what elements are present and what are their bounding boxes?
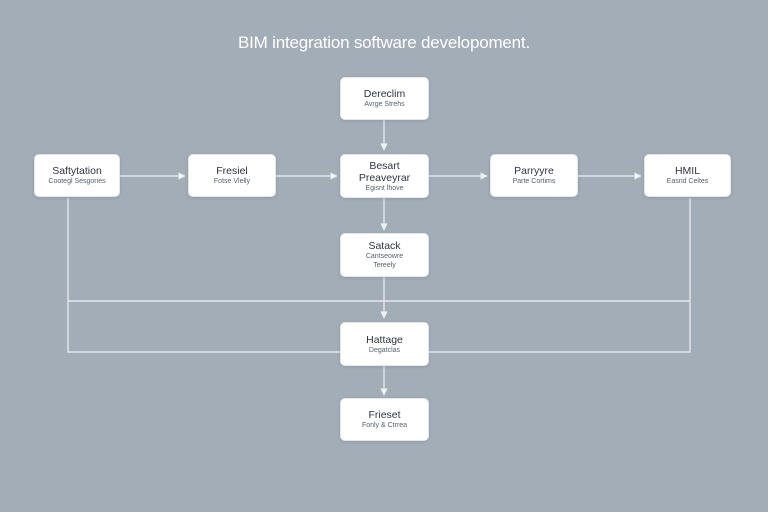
edge-bus-upper [67,198,691,302]
node-title: Dereclim [363,88,406,100]
node-title: HMIL [674,165,701,177]
node-subtitle: Cantseowre Tereely [365,253,404,269]
node-subtitle: Fonly & Ctrrea [361,422,408,429]
node-bottom[interactable]: Frieset Fonly & Ctrrea [340,398,429,441]
node-right1[interactable]: HMIL Easnd Celtes [644,154,731,197]
node-stack[interactable]: Satack Cantseowre Tereely [340,233,429,277]
diagram-title: BIM integration software developoment. [238,33,530,52]
node-left2[interactable]: Fresiel Fotse Vlelly [188,154,276,197]
node-subtitle: Cootegl Sesgories [48,178,106,185]
node-subtitle: Degatclas [368,346,401,354]
node-title: Satack [368,240,401,252]
node-left1[interactable]: Saftytation Cootegl Sesgories [34,154,120,197]
node-title: Saftytation [52,165,102,177]
node-top[interactable]: Dereclim Avrge Strehs [340,77,429,120]
node-title: Frieset [368,409,401,421]
node-right2[interactable]: Parryyre Parte Cortims [490,154,578,197]
edge-bus-lower-right [429,301,691,353]
node-subtitle: Egisnt lhove [365,184,404,192]
node-title: Parryyre [514,165,554,177]
node-title: Hattage [366,333,403,346]
edge-bus-lower-left [67,301,341,353]
node-title: Besart Preaveyrar [358,159,411,184]
node-title: Fresiel [216,165,248,177]
node-subtitle: Parte Cortims [512,178,556,185]
node-subtitle: Avrge Strehs [364,101,405,108]
node-subtitle: Easnd Celtes [666,178,709,185]
node-subtitle: Fotse Vlelly [213,178,251,185]
node-heritage[interactable]: Hattage Degatclas [340,322,429,366]
node-center[interactable]: Besart Preaveyrar Egisnt lhove [340,154,429,198]
